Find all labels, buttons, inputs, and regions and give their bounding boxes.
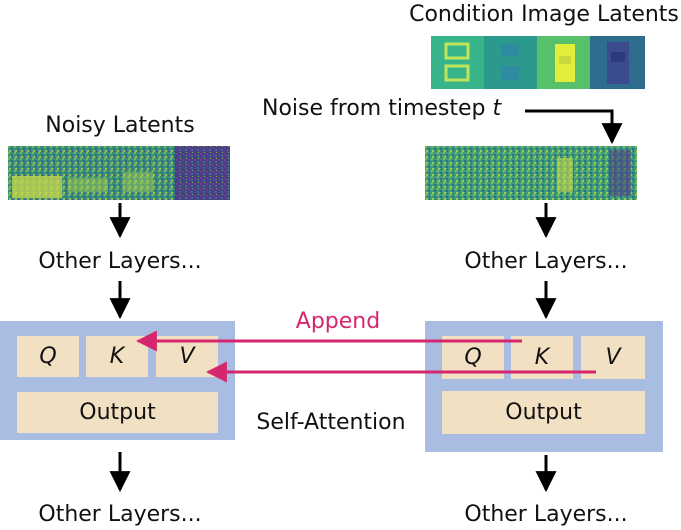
timestep-variable: t [492,96,502,121]
noisy-latents-image [8,146,230,200]
append-label: Append [295,309,381,334]
condition-latents-title: Condition Image Latents [409,2,679,27]
noisy-latents-title: Noisy Latents [45,113,195,138]
condition-latents-image [431,36,645,89]
noise-label-text: Noise from timestep [262,96,486,121]
latent-image-icon [431,36,645,89]
right-attention-block: Q K V Output [425,321,663,452]
left-other-layers-top: Other Layers... [38,249,202,274]
noised-condition-latents-image [425,146,637,200]
noise-label: Noise from timestep t [262,96,501,122]
left-query-box: Q [17,336,79,377]
right-output-box: Output [442,391,645,434]
noise-arrow [525,109,623,145]
left-output-box: Output [17,392,218,433]
right-other-layers-top: Other Layers... [464,249,628,274]
latent-image-icon [425,146,637,200]
latent-image-icon [8,146,230,200]
right-other-layers-bottom: Other Layers... [464,502,628,527]
left-other-layers-bottom: Other Layers... [38,502,202,527]
self-attention-label: Self-Attention [256,410,406,435]
